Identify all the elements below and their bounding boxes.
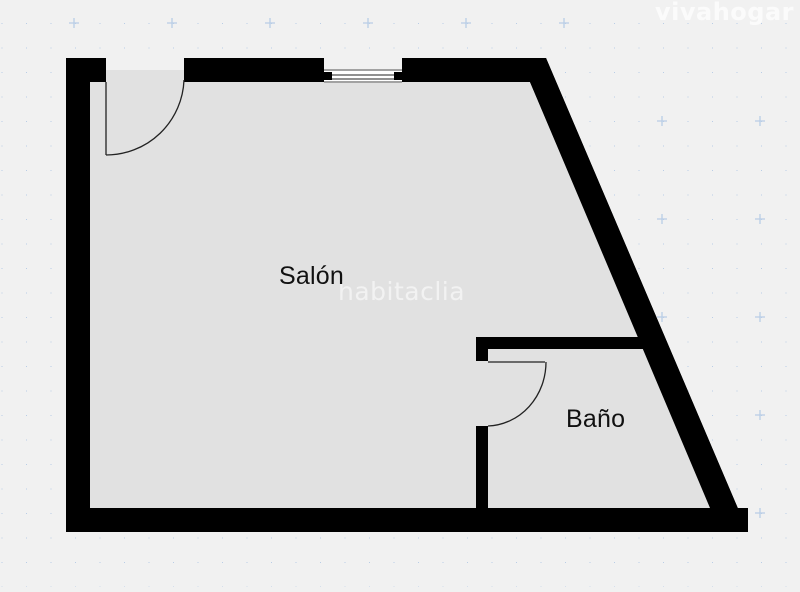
walls xyxy=(66,58,748,532)
entry-door-opening xyxy=(106,70,184,84)
window xyxy=(324,69,402,83)
bathroom-door-swing xyxy=(487,361,547,427)
room-label-bano: Baño xyxy=(566,405,626,433)
grid-plus-markers xyxy=(69,18,765,518)
entry-door-swing xyxy=(105,79,185,156)
room-label-salon: Salón xyxy=(279,262,344,290)
habitaclia-watermark: habitaclia xyxy=(338,277,466,306)
room-floor xyxy=(90,82,710,508)
brand-watermark: vivahogar xyxy=(655,0,794,26)
